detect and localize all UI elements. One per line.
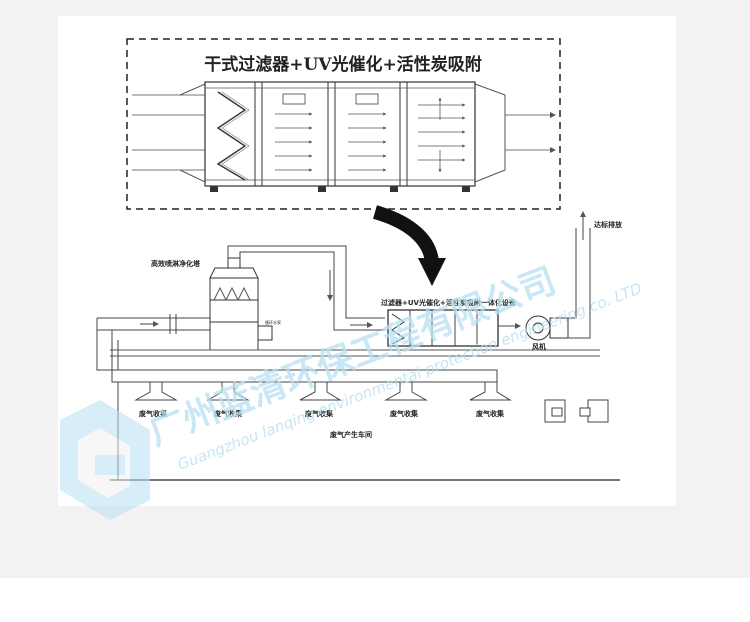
uv-section-2-arrows	[348, 112, 387, 172]
workshop-label: 废气产生车间	[330, 430, 372, 439]
carbon-section-arrows	[418, 97, 466, 173]
zoom-arrow	[372, 205, 446, 286]
collect-label-5: 废气收集	[476, 409, 505, 418]
outlet-flow	[505, 112, 556, 153]
collect-label-1: 废气收集	[139, 409, 168, 418]
process-layout	[96, 211, 620, 481]
uv-section-1-arrows	[275, 112, 313, 172]
unit-label: 过滤器+UV光催化+活性炭吸附一体化设备	[381, 298, 517, 307]
tower-label: 高效喷淋净化塔	[151, 259, 201, 268]
collect-label-2: 废气收集	[214, 409, 243, 418]
collect-label-3: 废气收集	[305, 409, 334, 418]
watermark-logo	[60, 400, 150, 520]
watermark: 广州蓝清环保工程有限公司 Guangzhou lanqing environme…	[60, 259, 644, 520]
detail-housing	[204, 81, 476, 187]
detail-panel: 干式过滤器+UV光催化+活性炭吸附	[126, 38, 561, 210]
discharge-label: 达标排放	[594, 220, 623, 229]
detail-title: 干式过滤器+UV光催化+活性炭吸附	[204, 54, 482, 75]
lower-band	[0, 578, 750, 622]
inlet-flow	[132, 94, 211, 171]
pump-label: 循环水泵	[265, 319, 281, 325]
filter-zigzag	[216, 91, 247, 181]
collect-label-4: 废气收集	[390, 409, 419, 418]
fan-label: 风机	[532, 342, 546, 351]
